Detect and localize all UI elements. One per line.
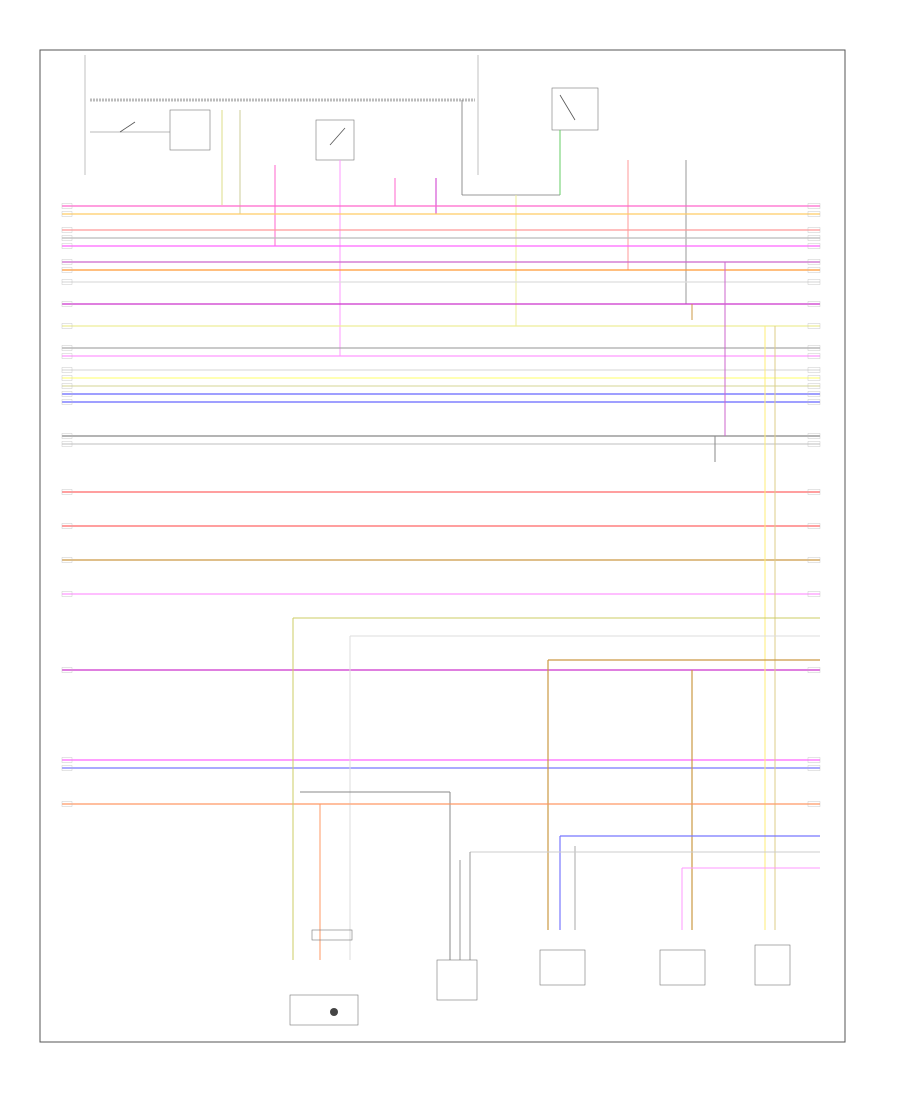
wire-right-terminal: [807, 765, 821, 771]
wire-right-terminal: [807, 667, 821, 673]
wire-right-terminal: [807, 591, 821, 597]
wire-right-terminal: [807, 489, 821, 495]
vertical-wires-right: [691, 262, 776, 930]
wire-left-terminal: [61, 391, 73, 397]
diagram-frame: [39, 49, 846, 1043]
wire-right-terminal: [807, 557, 821, 563]
wire-left-terminal: [61, 433, 73, 439]
wire-left-terminal: [61, 489, 73, 495]
wire-left-terminal: [61, 203, 73, 209]
wire-right-terminal: [807, 433, 821, 439]
wire-left-terminal: [61, 667, 73, 673]
wire-left-terminal: [61, 259, 73, 265]
wire-left-terminal: [61, 801, 73, 807]
wire-left-terminal: [61, 399, 73, 405]
wire-left-terminal: [61, 523, 73, 529]
wire-left-terminal: [61, 757, 73, 763]
wire-right-terminal: [807, 353, 821, 359]
wire-right-terminal: [807, 391, 821, 397]
wire-left-terminal: [61, 441, 73, 447]
wire-left-terminal: [61, 301, 73, 307]
wire-right-terminal: [807, 441, 821, 447]
bottom-right-sensor-1: [539, 949, 586, 986]
wire-right-terminal: [807, 259, 821, 265]
wire-right-terminal: [807, 267, 821, 273]
wire-left-terminal: [61, 345, 73, 351]
wire-left-terminal: [61, 211, 73, 217]
wire-right-terminal: [807, 383, 821, 389]
wire-right-terminal: [807, 243, 821, 249]
wire-right-terminal: [807, 235, 821, 241]
bottom-module: [289, 929, 359, 1026]
wire-left-terminal: [61, 227, 73, 233]
wire-left-terminal: [61, 367, 73, 373]
wire-left-terminal: [61, 383, 73, 389]
wire-right-terminal: [807, 211, 821, 217]
wire-right-terminal: [807, 301, 821, 307]
wire-right-terminal: [807, 375, 821, 381]
gauge-component: [551, 87, 599, 131]
vertical-wires-lower: [292, 617, 820, 960]
wire-left-terminal: [61, 765, 73, 771]
wire-left-terminal: [61, 279, 73, 285]
vertical-wires-top: [221, 100, 687, 356]
wire-right-terminal: [807, 367, 821, 373]
wire-left-terminal: [61, 557, 73, 563]
bottom-center-sensor: [436, 959, 478, 1001]
wire-left-terminal: [61, 323, 73, 329]
wire-left-terminal: [61, 353, 73, 359]
wire-right-terminal: [807, 279, 821, 285]
wire-right-terminal: [807, 323, 821, 329]
wire-harness: [61, 203, 821, 807]
top-left-relay: [90, 109, 211, 151]
wire-right-terminal: [807, 345, 821, 351]
bottom-right-sensor-2: [659, 949, 706, 986]
wire-right-terminal: [807, 203, 821, 209]
wire-right-terminal: [807, 399, 821, 405]
wire-right-terminal: [807, 227, 821, 233]
top-center-fuse: [315, 119, 355, 161]
wire-left-terminal: [61, 267, 73, 273]
wire-right-terminal: [807, 523, 821, 529]
wire-left-terminal: [61, 591, 73, 597]
bottom-right-sensor-3: [754, 944, 791, 986]
wire-left-terminal: [61, 375, 73, 381]
wire-left-terminal: [61, 235, 73, 241]
wire-right-terminal: [807, 757, 821, 763]
wire-left-terminal: [61, 243, 73, 249]
